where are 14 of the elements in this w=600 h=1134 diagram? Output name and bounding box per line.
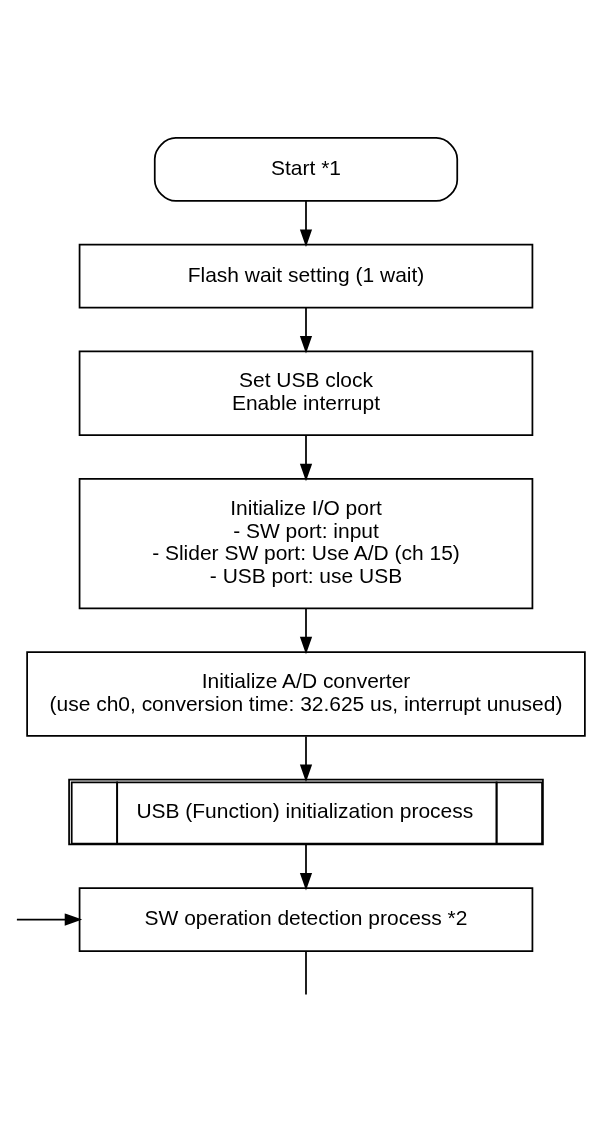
- node-box: Flash wait setting (1 wait): [78, 243, 534, 309]
- arrow: [16, 913, 83, 926]
- arrow: [299, 735, 313, 783]
- node-box: SW operation detection process *2: [78, 887, 534, 952]
- node-box: Initialize A/D converter (use ch0, conversion time: 32.625 us, interrupt unused): [26, 651, 586, 737]
- node-box: Start *1: [153, 137, 459, 202]
- arrow: [299, 306, 313, 354]
- arrow: [299, 843, 313, 891]
- connector: [305, 950, 307, 996]
- arrow: [299, 435, 313, 482]
- node-box: Set USB clock Enable interrupt: [78, 350, 534, 437]
- arrow: [299, 607, 313, 655]
- arrow: [299, 200, 313, 247]
- node-box: Initialize I/O port - SW port: input - Slider SW port: Use A/D (ch 15) - USB port: use USB: [78, 478, 534, 610]
